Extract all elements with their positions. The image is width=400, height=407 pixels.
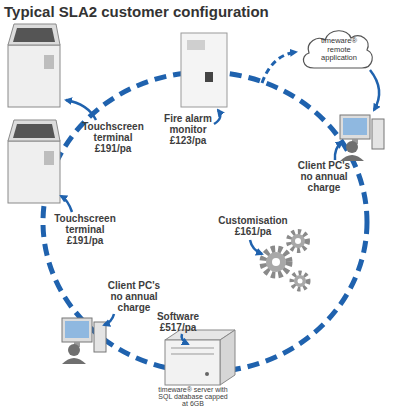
client-pc xyxy=(62,318,106,364)
cloud-node: timeware® remote application xyxy=(298,22,376,77)
network-ring xyxy=(43,72,367,372)
price-label: £123/pa xyxy=(158,135,218,146)
server-icon xyxy=(165,330,235,385)
leader-arrow xyxy=(370,70,379,110)
service-name: Customisation xyxy=(214,215,292,226)
terminal-body xyxy=(8,141,60,203)
gears-icon xyxy=(263,232,308,289)
drive-slot xyxy=(171,348,214,349)
pc-monitor xyxy=(340,115,370,139)
price-label: £191/pa xyxy=(52,235,118,246)
gear-hole xyxy=(295,238,301,244)
terminal-screen xyxy=(13,124,55,138)
gear-teeth xyxy=(292,273,308,289)
alarm-button xyxy=(205,72,213,82)
gear xyxy=(291,234,305,248)
leader-arrow xyxy=(66,100,96,120)
leader-arrow xyxy=(335,142,342,160)
touchscreen-terminal xyxy=(8,24,60,107)
gear-hole xyxy=(272,258,280,266)
terminal-reader xyxy=(44,55,54,69)
pc-screen xyxy=(65,321,89,338)
leader-arrow xyxy=(214,110,220,124)
cloud-text: timeware® remote application xyxy=(312,37,366,63)
terminal-head xyxy=(8,24,60,45)
device-name: Client PC's no annual charge xyxy=(104,280,164,313)
power-led xyxy=(205,372,209,376)
person-body xyxy=(62,358,86,364)
gear-hole xyxy=(298,279,303,284)
client-pc xyxy=(340,115,384,161)
device-name: Fire alarm monitor xyxy=(158,113,218,135)
service-name: Software xyxy=(150,311,206,322)
person-head xyxy=(68,344,80,356)
price-label: £161/pa xyxy=(214,226,292,237)
terminal-body xyxy=(8,45,60,107)
gear xyxy=(294,275,306,287)
price-label: £191/pa xyxy=(80,143,146,154)
alarm-panel xyxy=(187,40,205,50)
leader-arrow xyxy=(250,240,262,254)
server-side xyxy=(220,330,235,385)
person-head xyxy=(346,141,358,153)
leader-arrow xyxy=(182,334,188,344)
device-name: Touchscreen terminal xyxy=(52,213,118,235)
pc-screen xyxy=(343,118,367,135)
diagram-title: Typical SLA2 customer configuration xyxy=(4,3,269,20)
cloud-shape xyxy=(303,31,372,68)
pc-monitor xyxy=(62,318,92,342)
terminal-reader xyxy=(44,151,54,165)
leader-arrow xyxy=(61,196,72,212)
server-caption: timeware® server with SQL database cappe… xyxy=(156,386,230,407)
pc-tower xyxy=(94,322,106,352)
device-name: Touchscreen terminal xyxy=(80,121,146,143)
pc-tower xyxy=(372,119,384,149)
gear-teeth xyxy=(263,249,289,275)
remote-link xyxy=(262,52,296,83)
fire-alarm-device xyxy=(181,33,227,107)
gear xyxy=(266,252,286,272)
touchscreen-terminal xyxy=(8,120,60,203)
drive-slot xyxy=(171,354,214,355)
device-name: Client PC's no annual charge xyxy=(296,160,352,193)
alarm-body xyxy=(181,33,227,107)
leader-arrow xyxy=(104,314,114,325)
price-label: £517/pa xyxy=(150,322,206,333)
server-front xyxy=(165,340,220,385)
terminal-head xyxy=(8,120,60,141)
gear-teeth xyxy=(289,232,307,250)
terminal-screen xyxy=(13,28,55,42)
